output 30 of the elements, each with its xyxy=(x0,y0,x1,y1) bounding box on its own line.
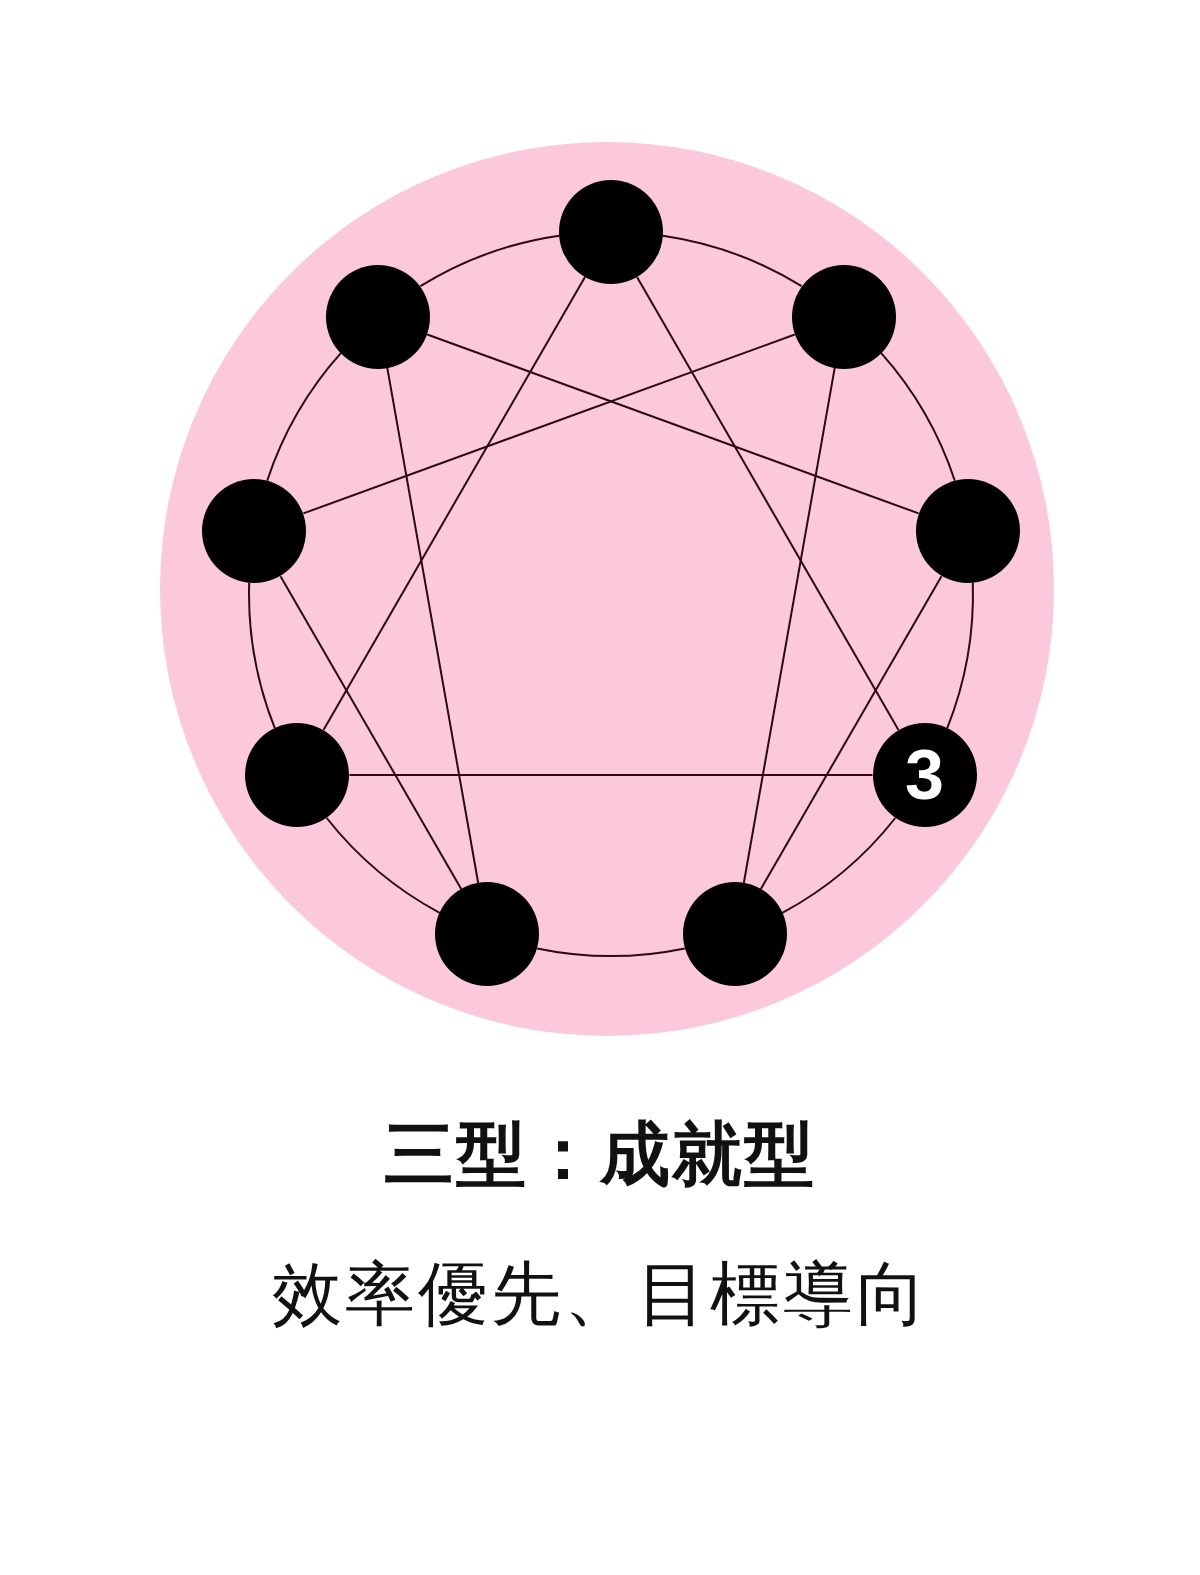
node-circle xyxy=(326,264,431,369)
node-circle xyxy=(682,882,787,987)
title: 三型：成就型 xyxy=(383,1119,817,1189)
connector-line xyxy=(759,575,943,891)
connector-line xyxy=(742,366,836,884)
node-circle xyxy=(872,723,977,827)
node-circle xyxy=(915,479,1020,584)
ring-arc xyxy=(266,351,342,482)
connector-line xyxy=(386,366,480,884)
node-circle xyxy=(245,723,350,827)
node-circle xyxy=(559,180,663,284)
ring-arc xyxy=(946,581,974,730)
connector-line xyxy=(348,774,874,776)
ring-arc xyxy=(536,947,686,957)
ring-arc xyxy=(781,817,897,914)
ring-arc xyxy=(661,234,803,288)
subtitle: 效率優先、目標導向 xyxy=(270,1259,930,1329)
ring-arc xyxy=(248,581,276,730)
connector-line xyxy=(279,575,463,891)
node-circle xyxy=(791,264,896,369)
connector-line xyxy=(302,333,796,515)
ring-arc xyxy=(325,817,441,914)
connector-line xyxy=(426,333,920,515)
connector-line xyxy=(636,276,900,731)
ring-arc xyxy=(419,234,561,288)
node-circle xyxy=(202,479,307,584)
connector-line xyxy=(322,276,586,731)
node-circle xyxy=(435,882,540,987)
node-number: 3 xyxy=(905,740,944,810)
ring-arc xyxy=(880,351,956,482)
